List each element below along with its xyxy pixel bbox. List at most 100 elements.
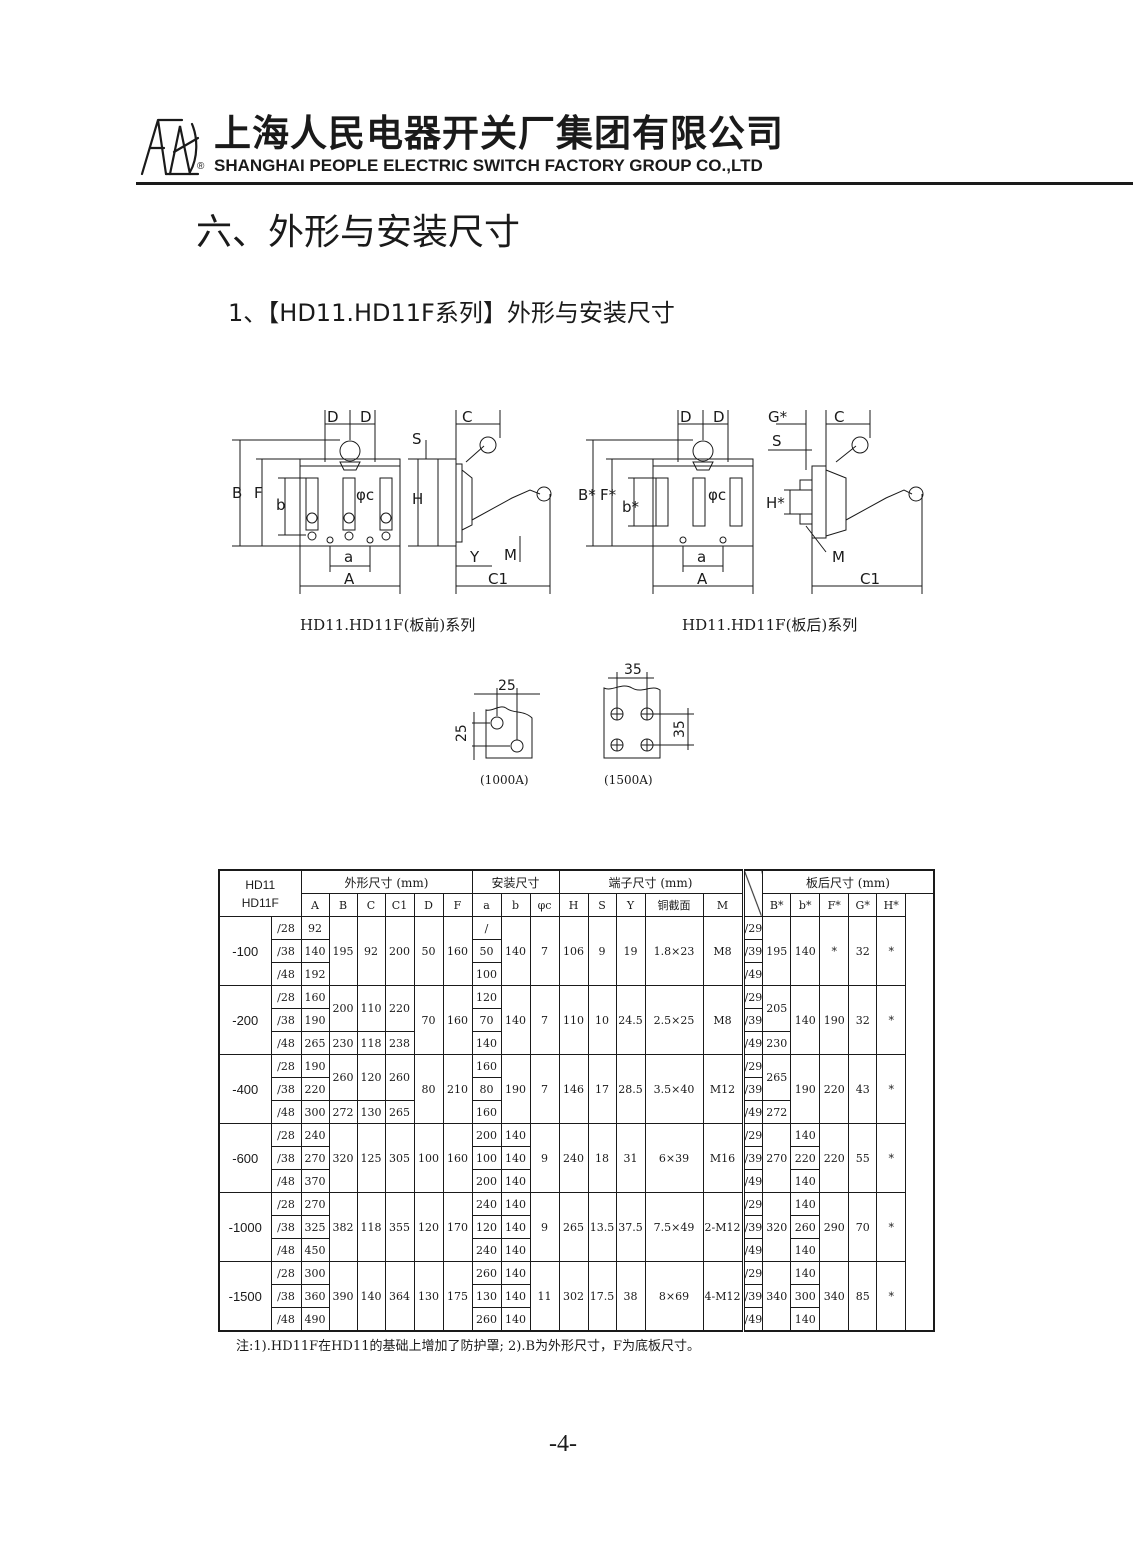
front-caption: HD11.HD11F(板前)系列 xyxy=(300,616,475,634)
header-col-section: 铜截面 xyxy=(644,893,704,917)
cell-Hs: * xyxy=(876,1261,907,1332)
model-cell: -200 xyxy=(218,985,272,1055)
cell-C: 140 xyxy=(356,1261,386,1332)
cell-bs: 140 xyxy=(790,1261,821,1285)
spec-table: HD11 HD11F 外形尺寸 (mm) 安装尺寸 端子尺寸 (mm) 板后尺寸… xyxy=(218,869,935,1332)
header-col-Fs: F* xyxy=(819,893,850,917)
label-S-front: S xyxy=(412,430,422,448)
cell-Y: 31 xyxy=(615,1123,646,1193)
cell-bs: 140 xyxy=(790,1123,821,1147)
label-A-front: A xyxy=(344,570,355,588)
cell-C: 125 xyxy=(356,1123,386,1193)
subtype-back-cell: /49 xyxy=(741,1238,764,1262)
cell-C1: 238 xyxy=(384,1031,415,1055)
subtype-back-cell: /29 xyxy=(741,1054,764,1078)
cell-S: 13.5 xyxy=(587,1192,617,1262)
subtype-back-cell: /39 xyxy=(741,939,764,963)
subtype-back-cell: /39 xyxy=(741,1215,764,1239)
cell-C: 120 xyxy=(356,1054,386,1101)
label-a-back: a xyxy=(697,548,706,566)
label-phic-back: φc xyxy=(708,486,726,504)
cell-Gs: 85 xyxy=(848,1261,878,1332)
cell-C1: 220 xyxy=(384,985,415,1032)
cell-phic: 7 xyxy=(529,1054,560,1124)
label-H: H xyxy=(412,490,423,508)
cell-bs: 300 xyxy=(790,1284,821,1308)
header-model-line1: HD11 xyxy=(245,877,276,892)
cell-a: 200 xyxy=(471,1169,502,1193)
cell-A: 270 xyxy=(300,1192,330,1216)
header-back-dims: 板后尺寸 (mm) xyxy=(762,869,935,894)
cell-a: 120 xyxy=(471,985,502,1009)
header-terminal-dims: 端子尺寸 (mm) xyxy=(558,869,744,894)
cell-Hs: * xyxy=(876,985,907,1055)
cell-section: 8×69 xyxy=(644,1261,704,1332)
cell-C1: 305 xyxy=(384,1123,415,1193)
header-outline-dims: 外形尺寸 (mm) xyxy=(300,869,473,894)
cell-b: 140 xyxy=(500,1307,531,1332)
subtype-cell: /38 xyxy=(270,1146,302,1170)
cell-phic: 9 xyxy=(529,1192,560,1262)
label-S-back: S xyxy=(772,432,782,450)
cell-B: 272 xyxy=(328,1100,358,1124)
cell-H: 302 xyxy=(558,1261,589,1332)
header-col-M: M xyxy=(702,893,744,917)
subtype-back-cell: /29 xyxy=(741,916,764,940)
label-D-3: D xyxy=(680,408,692,426)
cell-C: 130 xyxy=(356,1100,386,1124)
cell-H: 146 xyxy=(558,1054,589,1124)
subtype-cell: /28 xyxy=(270,1054,302,1078)
cell-a: 240 xyxy=(471,1192,502,1216)
table-footnote: 注:1).HD11F在HD11的基础上增加了防护罩; 2).B为外形尺寸，F为底… xyxy=(236,1339,701,1354)
terminal-1000-dim-v: 25 xyxy=(454,724,470,742)
cell-a: 260 xyxy=(471,1307,502,1332)
model-cell: -1000 xyxy=(218,1192,272,1262)
header-col-F: F xyxy=(442,893,473,917)
cell-Fs: * xyxy=(819,916,850,986)
header-model: HD11 HD11F xyxy=(218,869,302,917)
cell-A: 370 xyxy=(300,1169,330,1193)
cell-F: 170 xyxy=(442,1192,473,1262)
cell-bs: 140 xyxy=(790,1192,821,1216)
cell-A: 190 xyxy=(300,1054,330,1078)
subtype-cell: /48 xyxy=(270,1238,302,1262)
cell-b: 140 xyxy=(500,1123,531,1147)
cell-b: 140 xyxy=(500,1238,531,1262)
subtype-back-cell: /49 xyxy=(741,1307,764,1332)
cell-H: 265 xyxy=(558,1192,589,1262)
header-col-C1: C1 xyxy=(384,893,415,917)
subtype-back-cell: /29 xyxy=(741,985,764,1009)
label-B: B xyxy=(232,484,242,502)
cell-Fs: 220 xyxy=(819,1054,850,1124)
cell-M: 4-M12 xyxy=(702,1261,744,1332)
subtype-back-cell: /29 xyxy=(741,1192,764,1216)
label-A-back: A xyxy=(697,570,708,588)
cell-phic: 11 xyxy=(529,1261,560,1332)
terminal-1000a-drawing xyxy=(472,688,540,760)
cell-A: 192 xyxy=(300,962,330,986)
cell-F: 160 xyxy=(442,1123,473,1193)
table-header-row-2: A B C C1 D F a b φc H S Y 铜截面 M B* b* F*… xyxy=(219,893,934,917)
cell-A: 92 xyxy=(300,916,330,940)
cell-A: 490 xyxy=(300,1307,330,1332)
terminal-1500-caption: (1500A) xyxy=(604,773,653,787)
header-col-Bs: B* xyxy=(762,893,792,917)
subtype-back-cell: /39 xyxy=(741,1077,764,1101)
cell-a: 140 xyxy=(471,1031,502,1055)
cell-F: 160 xyxy=(442,916,473,986)
cell-Bs: 230 xyxy=(762,1031,792,1055)
cell-a: 200 xyxy=(471,1123,502,1147)
cell-b: 140 xyxy=(500,916,531,986)
table-header-row-1: HD11 HD11F 外形尺寸 (mm) 安装尺寸 端子尺寸 (mm) 板后尺寸… xyxy=(218,869,935,917)
cell-D: 80 xyxy=(413,1054,444,1124)
cell-C: 110 xyxy=(356,985,386,1032)
label-D-1: D xyxy=(327,408,339,426)
cell-bs: 140 xyxy=(790,1238,821,1262)
cell-D: 50 xyxy=(413,916,444,986)
cell-bs: 220 xyxy=(790,1146,821,1170)
